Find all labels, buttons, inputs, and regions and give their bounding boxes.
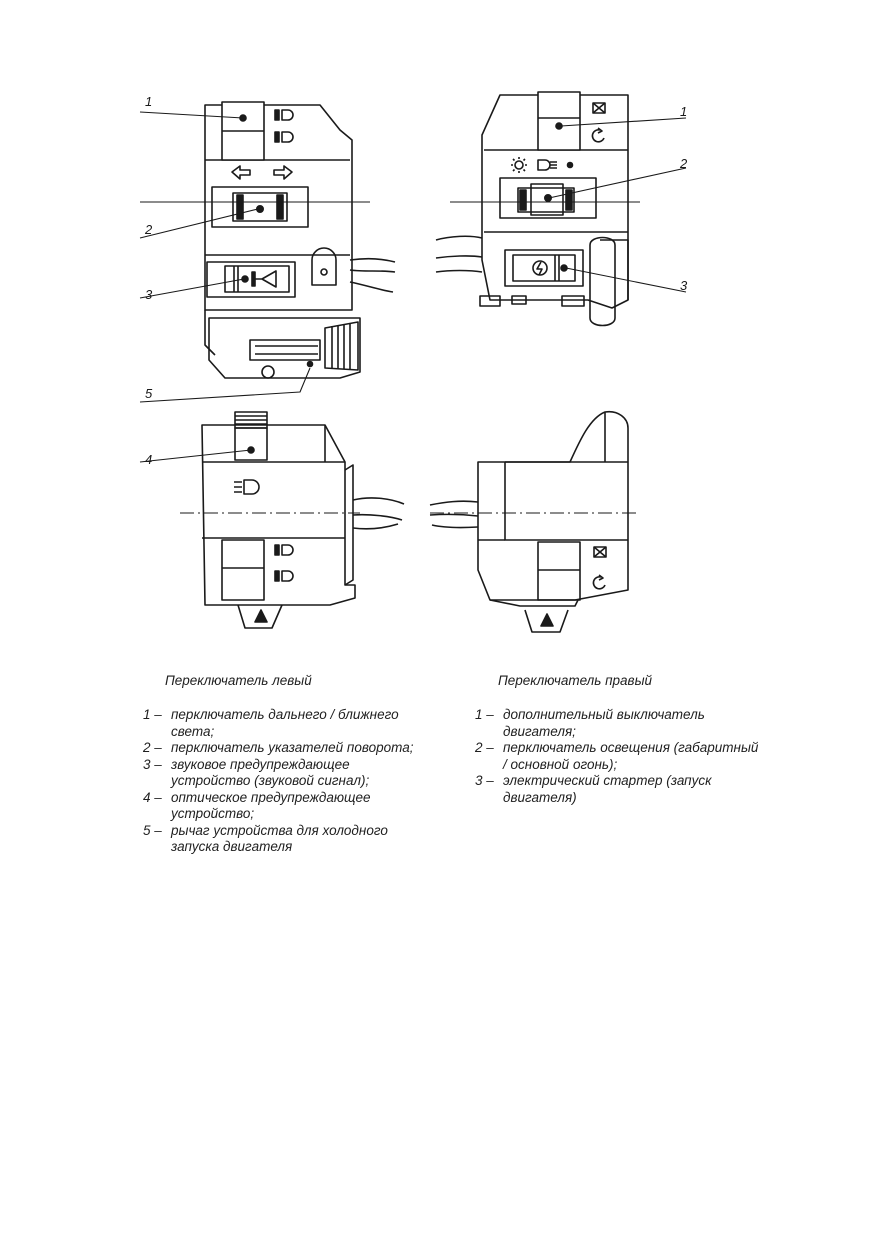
left-switch-front-view bbox=[140, 101, 396, 379]
horn-icon bbox=[251, 270, 277, 288]
engine-stop-icon bbox=[591, 102, 606, 143]
beam-icon bbox=[274, 544, 294, 582]
high-beam-icon bbox=[234, 479, 260, 495]
turn-arrows-icon bbox=[231, 165, 293, 180]
legend-number: 5 – bbox=[143, 822, 162, 838]
legend-number: 4 – bbox=[143, 789, 162, 805]
starter-icon bbox=[532, 260, 548, 276]
right-switch-rear-view bbox=[429, 410, 640, 633]
callout-left-4: 4 bbox=[145, 452, 152, 467]
callout-numbers: 1 2 3 5 4 1 2 3 bbox=[144, 94, 688, 467]
legend-text: перключатель дальнего / ближнего света; bbox=[171, 707, 399, 739]
right-switch-title: Переключатель правый bbox=[498, 673, 653, 688]
legend-item: 4 – оптическое предупреждающее устройство… bbox=[143, 790, 428, 823]
callout-left-3: 3 bbox=[145, 287, 153, 302]
lighting-icons bbox=[511, 157, 574, 173]
callout-right-1: 1 bbox=[680, 104, 687, 119]
leader-lines bbox=[139, 111, 687, 463]
legend-item: 1 – дополнительный выключатель двигателя; bbox=[475, 707, 765, 740]
left-switch-legend: 1 – перключатель дальнего / ближнего свет… bbox=[143, 707, 428, 856]
legend-number: 3 – bbox=[475, 773, 494, 788]
legend-text: оптическое предупреждающее устройство; bbox=[171, 789, 371, 822]
legend-item: 1 – перключатель дальнего / ближнего свет… bbox=[143, 707, 428, 740]
legend-text: перключатель указателей поворота; bbox=[171, 740, 414, 755]
callout-right-2: 2 bbox=[679, 156, 688, 171]
legend-text: дополнительный выключатель двигателя; bbox=[503, 707, 705, 739]
legend-number: 1 – bbox=[143, 707, 162, 722]
legend-text: звуковое предупреждающее устройство (зву… bbox=[171, 756, 370, 789]
legend-number: 2 – bbox=[143, 740, 162, 755]
legend-item: 5 – рычаг устройства для холодного запуск… bbox=[143, 823, 428, 856]
callout-left-2: 2 bbox=[144, 222, 153, 237]
engine-stop-icon bbox=[592, 546, 607, 590]
legend-item: 2 – перключатель указателей поворота; bbox=[143, 740, 428, 757]
legend-number: 3 – bbox=[143, 756, 162, 772]
callout-left-5: 5 bbox=[145, 386, 153, 401]
legend-item: 3 – звуковое предупреждающее устройство (… bbox=[143, 757, 428, 790]
left-switch-title: Переключатель левый bbox=[165, 673, 312, 688]
right-switch-front-view bbox=[435, 91, 640, 327]
legend-item: 3 – электрический стартер (запуск двигате… bbox=[475, 773, 765, 806]
legend-item: 2 – перключатель освещения (габаритный / … bbox=[475, 740, 765, 773]
callout-left-1: 1 bbox=[145, 94, 152, 109]
legend-text: перключатель освещения (габаритный / осн… bbox=[503, 740, 759, 772]
legend-number: 2 – bbox=[475, 740, 494, 755]
callout-right-3: 3 bbox=[680, 278, 688, 293]
legend-text: рычаг устройства для холодного запуска д… bbox=[171, 822, 388, 855]
right-switch-legend: 1 – дополнительный выключатель двигателя;… bbox=[475, 707, 765, 806]
legend-number: 1 – bbox=[475, 707, 494, 722]
beam-icon bbox=[274, 109, 294, 143]
left-switch-rear-view bbox=[180, 411, 405, 629]
legend-text: электрический стартер (запуск двигателя) bbox=[503, 773, 712, 805]
